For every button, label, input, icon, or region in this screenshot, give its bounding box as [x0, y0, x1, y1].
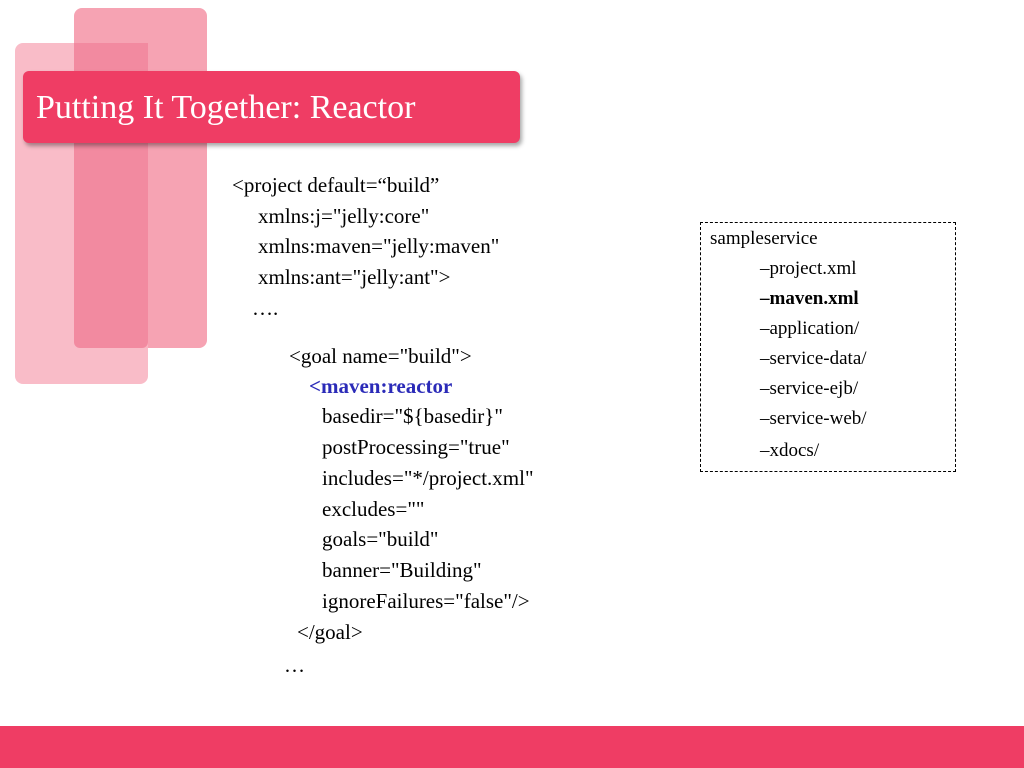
tree-item: –xdocs/: [760, 440, 820, 461]
code-line: xmlns:ant="jelly:ant">: [258, 265, 451, 289]
tree-item: –service-ejb/: [760, 378, 859, 399]
title-banner: [23, 71, 520, 143]
code-line: excludes="": [322, 497, 425, 521]
code-line: ….: [252, 296, 279, 320]
code-line: banner="Building": [322, 558, 482, 582]
footer-bar: [0, 726, 1024, 768]
directory-tree-box: [700, 222, 956, 472]
slide-title: Putting It Together: Reactor: [36, 89, 416, 126]
code-line: xmlns:maven="jelly:maven": [258, 234, 500, 258]
code-line: goals="build": [322, 527, 439, 551]
tree-root: sampleservice: [710, 228, 818, 249]
code-line: basedir="${basedir}": [322, 404, 503, 428]
tree-item: –application/: [760, 318, 860, 339]
code-line: </goal>: [297, 620, 363, 644]
tree-item: –service-data/: [760, 348, 867, 369]
tree-item-highlight: –maven.xml: [760, 288, 859, 309]
code-line: …: [284, 653, 305, 677]
code-line: <goal name="build">: [289, 344, 472, 368]
tree-item: –service-web/: [760, 408, 867, 429]
code-line: postProcessing="true": [322, 435, 510, 459]
code-line: ignoreFailures="false"/>: [322, 589, 530, 613]
code-line: xmlns:j="jelly:core": [258, 204, 430, 228]
code-line: includes="*/project.xml": [322, 466, 534, 490]
code-line-highlight: <maven:reactor: [309, 374, 453, 398]
tree-item: –project.xml: [760, 258, 857, 279]
code-line: <project default=“build”: [232, 173, 440, 197]
